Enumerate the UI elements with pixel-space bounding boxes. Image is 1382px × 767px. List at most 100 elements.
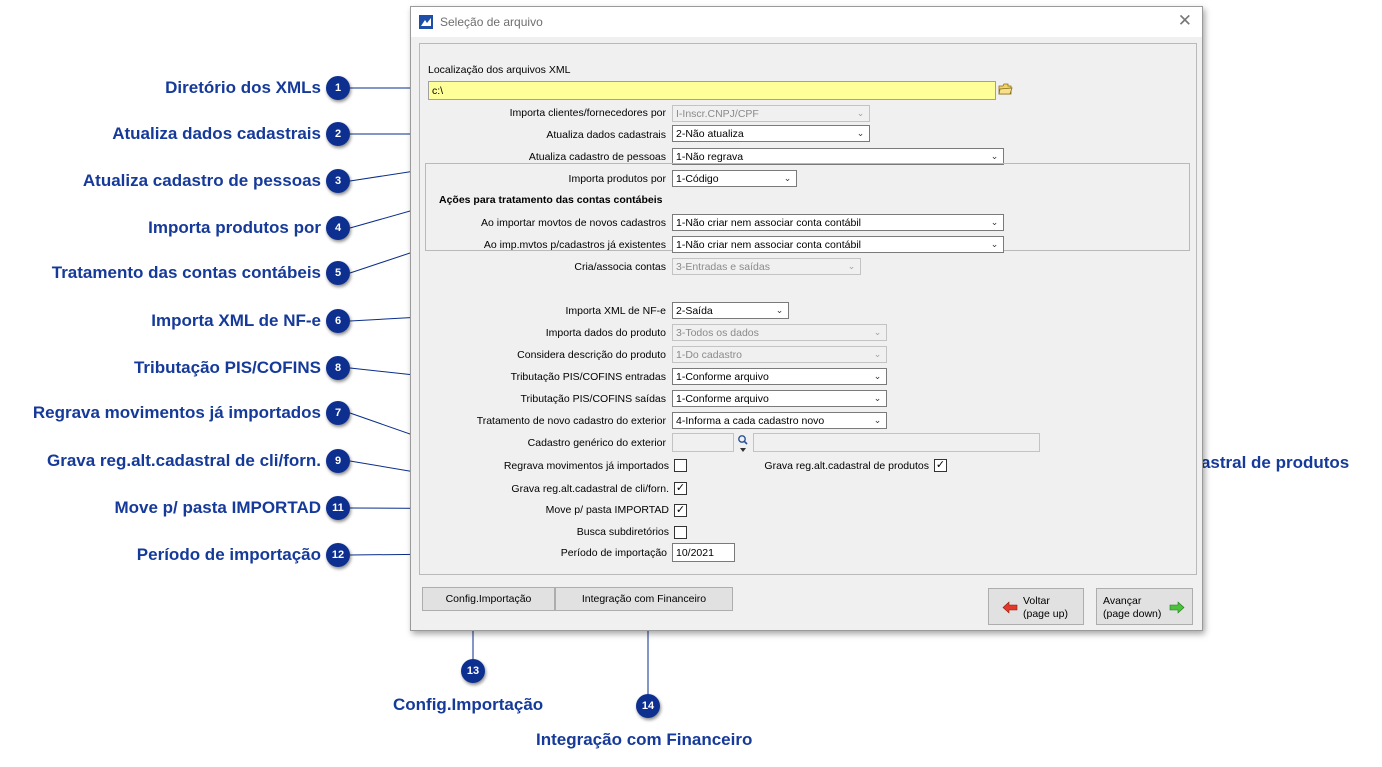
callout-text-13: Config.Importação	[393, 695, 544, 714]
callout-text: Grava reg.alt.cadastral de cli/forn.	[46, 451, 321, 470]
title-bar: Seleção de arquivo ✕	[411, 7, 1202, 37]
callout-badge: 4	[326, 216, 350, 240]
pis-entradas-select[interactable]: 1-Conforme arquivo ⌄	[672, 368, 887, 385]
close-icon[interactable]: ✕	[1177, 11, 1192, 30]
chevron-down-icon[interactable]: ⌄	[856, 128, 865, 138]
regrava-checkbox[interactable]	[674, 459, 687, 472]
callout-text: Atualiza cadastro de pessoas	[82, 171, 321, 190]
callout-7: Regrava movimentos já importados 7	[33, 401, 350, 425]
periodo-input[interactable]: 10/2021	[672, 543, 735, 562]
importa-produtos-select[interactable]: 1-Código ⌄	[672, 170, 797, 187]
group-title: Ações para tratamento das contas contábe…	[437, 194, 665, 206]
importa-dados-produto-select: 3-Todos os dados ⌄	[672, 324, 887, 341]
file-selection-dialog: Seleção de arquivo ✕ Localização dos arq…	[410, 6, 1203, 631]
callout-badge: 9	[326, 449, 350, 473]
chevron-down-icon: ⌄	[847, 261, 856, 271]
arrow-left-icon	[1002, 601, 1018, 614]
config-importacao-button[interactable]: Config.Importação	[422, 587, 555, 611]
voltar-shortcut: (page up)	[1023, 608, 1068, 620]
grava-produtos-checkbox[interactable]: ✓	[934, 459, 947, 472]
importa-xml-label: Importa XML de NF-e	[565, 305, 666, 317]
busca-subdiretorios-checkbox[interactable]	[674, 526, 687, 539]
importa-clientes-select: I-Inscr.CNPJ/CPF ⌄	[672, 105, 870, 122]
cadastros-existentes-label: Ao imp.mvtos p/cadastros já existentes	[483, 239, 666, 251]
callout-badge-13: 13	[461, 659, 485, 683]
callout-badge: 1	[326, 76, 350, 100]
novo-cadastro-exterior-select[interactable]: 4-Informa a cada cadastro novo ⌄	[672, 412, 887, 429]
cadastro-generico-code-input[interactable]	[672, 433, 734, 452]
move-pasta-label: Move p/ pasta IMPORTAD	[545, 504, 669, 516]
xml-directory-input[interactable]: c:\	[428, 81, 996, 100]
atualiza-dados-select[interactable]: 2-Não atualiza ⌄	[672, 125, 870, 142]
chevron-down-icon[interactable]: ⌄	[873, 393, 882, 403]
callout-badge: 12	[326, 543, 350, 567]
voltar-label: Voltar	[1023, 595, 1050, 607]
atualiza-pessoas-label: Atualiza cadastro de pessoas	[528, 151, 666, 163]
atualiza-dados-label: Atualiza dados cadastrais	[546, 129, 666, 141]
select-value: I-Inscr.CNPJ/CPF	[676, 107, 759, 120]
grava-cli-forn-label: Grava reg.alt.cadastral de cli/forn.	[511, 483, 669, 495]
considera-descricao-label: Considera descrição do produto	[517, 349, 666, 361]
chevron-down-icon[interactable]: ⌄	[783, 173, 792, 183]
chevron-down-icon[interactable]: ⌄	[775, 305, 784, 315]
callout-badge-14: 14	[636, 694, 660, 718]
chevron-down-icon[interactable]: ⌄	[873, 415, 882, 425]
novos-cadastros-select[interactable]: 1-Não criar nem associar conta contábil …	[672, 214, 1004, 231]
select-value: 1-Conforme arquivo	[676, 370, 769, 383]
select-value: 2-Não atualiza	[676, 127, 744, 140]
callout-11: Move p/ pasta IMPORTAD 11	[114, 496, 350, 520]
callout-2: Atualiza dados cadastrais 2	[112, 122, 350, 146]
callout-badge: 6	[326, 309, 350, 333]
voltar-button[interactable]: Voltar (page up)	[988, 588, 1084, 625]
callout-8: Tributação PIS/COFINS 8	[134, 356, 350, 380]
chevron-down-icon[interactable]: ⌄	[873, 371, 882, 381]
select-value: 4-Informa a cada cadastro novo	[676, 414, 825, 427]
integracao-financeiro-button[interactable]: Integração com Financeiro	[555, 587, 733, 611]
novos-cadastros-label: Ao importar movtos de novos cadastros	[480, 217, 666, 229]
select-value: 2-Saída	[676, 304, 713, 317]
avancar-button[interactable]: Avançar (page down)	[1096, 588, 1193, 625]
cria-associa-label: Cria/associa contas	[574, 261, 666, 273]
callout-1: Diretório dos XMLs 1	[165, 76, 350, 100]
avancar-shortcut: (page down)	[1103, 608, 1162, 620]
move-pasta-checkbox[interactable]: ✓	[674, 504, 687, 517]
callout-badge: 3	[326, 169, 350, 193]
callout-text: Período de importação	[136, 545, 321, 564]
pis-saidas-label: Tributação PIS/COFINS saídas	[520, 393, 667, 405]
busca-subdiretorios-label: Busca subdiretórios	[576, 526, 669, 538]
select-value: 1-Não regrava	[676, 150, 744, 163]
callout-text: Regrava movimentos já importados	[32, 403, 321, 422]
callout-4: Importa produtos por 4	[148, 216, 350, 240]
callout-badge: 8	[326, 356, 350, 380]
select-value: 3-Todos os dados	[676, 326, 759, 339]
atualiza-pessoas-select[interactable]: 1-Não regrava ⌄	[672, 148, 1004, 165]
grava-produtos-label: Grava reg.alt.cadastral de produtos	[764, 460, 929, 472]
chevron-down-icon[interactable]: ⌄	[990, 151, 999, 161]
chevron-down-icon: ⌄	[873, 349, 882, 359]
callout-badge: 2	[326, 122, 350, 146]
cadastro-generico-name-input[interactable]	[753, 433, 1040, 452]
chevron-down-icon[interactable]: ⌄	[990, 217, 999, 227]
importa-dados-produto-label: Importa dados do produto	[545, 327, 666, 339]
regrava-label: Regrava movimentos já importados	[503, 460, 669, 472]
callout-badge: 7	[326, 401, 350, 425]
callout-9: Grava reg.alt.cadastral de cli/forn. 9	[47, 449, 350, 473]
select-value: 1-Código	[676, 172, 719, 185]
callout-text: Tributação PIS/COFINS	[133, 358, 321, 377]
callout-3: Atualiza cadastro de pessoas 3	[83, 169, 350, 193]
select-value: 1-Conforme arquivo	[676, 392, 769, 405]
select-value: 1-Não criar nem associar conta contábil	[676, 216, 862, 229]
avancar-label: Avançar	[1103, 595, 1142, 607]
chevron-down-icon[interactable]: ⌄	[990, 239, 999, 249]
cadastros-existentes-select[interactable]: 1-Não criar nem associar conta contábil …	[672, 236, 1004, 253]
chevron-down-icon: ⌄	[873, 327, 882, 337]
callout-text: Importa produtos por	[148, 218, 321, 237]
pis-saidas-select[interactable]: 1-Conforme arquivo ⌄	[672, 390, 887, 407]
folder-icon[interactable]	[998, 82, 1013, 96]
search-icon[interactable]	[737, 434, 749, 454]
callout-badge: 5	[326, 261, 350, 285]
grava-cli-forn-checkbox[interactable]: ✓	[674, 482, 687, 495]
importa-xml-select[interactable]: 2-Saída ⌄	[672, 302, 789, 319]
app-icon	[419, 15, 433, 29]
callout-text: Tratamento das contas contábeis	[51, 263, 321, 282]
